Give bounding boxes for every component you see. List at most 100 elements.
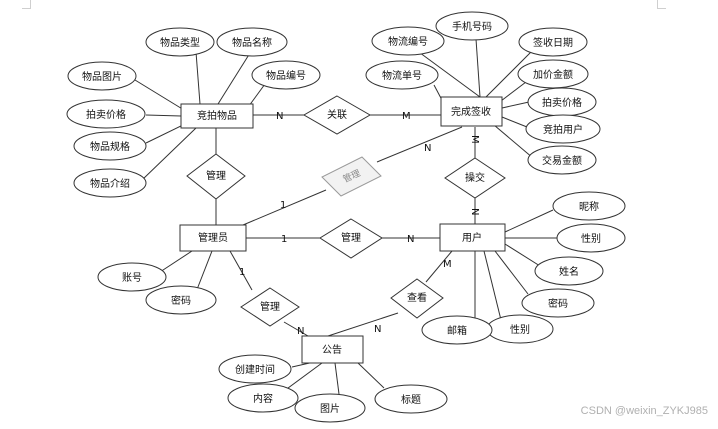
line-deal-amount	[493, 124, 534, 159]
attribute-item-image[interactable]: 物品图片	[67, 61, 137, 91]
line-item-intro	[141, 127, 197, 181]
attribute-label: 物流单号	[382, 69, 422, 82]
line-user-password	[494, 250, 529, 295]
line-bid-user	[501, 116, 528, 128]
entity-notice[interactable]: 公告	[301, 335, 364, 364]
attribute-label: 物品图片	[82, 70, 122, 83]
attribute-item-intro[interactable]: 物品介绍	[73, 168, 147, 198]
line-item-name	[217, 52, 251, 105]
relationship-manage-notice[interactable]: 管理	[240, 287, 300, 327]
line-markup-amount	[500, 81, 527, 102]
cardinality-admin-manage-receipt: 1	[280, 200, 286, 211]
line-view-notice	[327, 312, 399, 337]
line-user-view	[425, 250, 453, 283]
attribute-deal-amount[interactable]: 交易金额	[527, 145, 597, 175]
attribute-label: 物品规格	[90, 140, 130, 153]
attribute-logistics-order[interactable]: 物流单号	[365, 60, 439, 90]
attributes: 物品类型 物品名称 物品图片 物品编号 拍卖价格 物品规格	[66, 11, 626, 423]
attribute-label: 物品名称	[232, 36, 272, 49]
line-admin-password	[195, 250, 213, 293]
cardinality-receipt-interact: M	[469, 135, 480, 144]
line-picture	[334, 362, 340, 395]
relationship-manage-receipt[interactable]: 管理	[321, 156, 382, 197]
entity-completed-receipt[interactable]: 完成签收	[440, 96, 503, 127]
attribute-email[interactable]: 邮箱	[421, 315, 493, 345]
attribute-nickname[interactable]: 昵称	[552, 191, 626, 221]
entity-auction-item[interactable]: 竞拍物品	[180, 103, 254, 129]
attribute-item-type[interactable]: 物品类型	[145, 27, 215, 57]
relationship-manage-item[interactable]: 管理	[186, 153, 246, 200]
cardinality-labels: N M N 1 M N 1 N 1 N N M	[239, 111, 480, 337]
attribute-picture[interactable]: 图片	[294, 393, 366, 423]
line-admin-account	[159, 250, 193, 273]
entity-admin[interactable]: 管理员	[179, 224, 247, 252]
line-auction-price	[145, 114, 182, 117]
relationship-label: 管理	[206, 169, 226, 182]
attribute-label: 性别	[581, 232, 601, 245]
line-name	[504, 243, 541, 267]
attribute-markup-amount[interactable]: 加价金额	[517, 59, 589, 89]
cardinality-user-manage: N	[407, 234, 414, 245]
attribute-item-name[interactable]: 物品名称	[216, 27, 288, 57]
attribute-gender2[interactable]: 性别	[486, 314, 554, 344]
relationship-interact[interactable]: 操交	[444, 157, 506, 199]
entity-label: 完成签收	[451, 105, 491, 118]
attribute-auction-price[interactable]: 拍卖价格	[66, 99, 146, 129]
entity-label: 用户	[462, 231, 482, 244]
line-content	[283, 362, 323, 392]
line-bid-price	[501, 101, 530, 109]
attribute-sign-date[interactable]: 签收日期	[518, 27, 588, 57]
relationship-view[interactable]: 查看	[390, 278, 444, 319]
entity-label: 管理员	[198, 231, 228, 244]
attribute-item-spec[interactable]: 物品规格	[73, 131, 147, 161]
attribute-label: 邮箱	[447, 324, 467, 337]
attribute-label: 签收日期	[533, 36, 573, 49]
attribute-label: 物流编号	[388, 35, 428, 48]
attribute-phone[interactable]: 手机号码	[435, 11, 509, 41]
cardinality-notice-manage: N	[297, 326, 304, 337]
line-gender2	[483, 250, 502, 321]
relationships: 关联 管理 管理 操交 管理 管理	[186, 95, 506, 327]
attribute-bid-user[interactable]: 竞拍用户	[525, 114, 601, 144]
line-item-image	[134, 79, 185, 111]
attribute-name[interactable]: 姓名	[534, 256, 604, 286]
attribute-logistics-no[interactable]: 物流编号	[371, 26, 445, 56]
attribute-label: 竞拍用户	[543, 123, 583, 136]
entity-user[interactable]: 用户	[439, 223, 506, 252]
attribute-title[interactable]: 标题	[374, 384, 448, 414]
attribute-gender1[interactable]: 性别	[556, 223, 626, 253]
attribute-admin-password[interactable]: 密码	[145, 285, 217, 315]
attribute-bid-price[interactable]: 拍卖价格	[527, 87, 597, 117]
attribute-label: 拍卖价格	[542, 96, 582, 109]
attribute-content[interactable]: 内容	[227, 383, 299, 413]
relationship-label: 管理	[341, 231, 361, 244]
cardinality-user-interact: N	[469, 208, 480, 215]
relationship-label: 操交	[465, 171, 485, 184]
attribute-create-time[interactable]: 创建时间	[218, 354, 292, 384]
attribute-label: 物品编号	[266, 69, 306, 82]
entity-label: 公告	[322, 343, 342, 356]
attribute-label: 密码	[548, 297, 568, 310]
page-corner-mark	[22, 8, 31, 9]
line-manage-notice	[283, 321, 309, 337]
attribute-item-no[interactable]: 物品编号	[251, 60, 321, 90]
attribute-label: 账号	[122, 272, 142, 284]
line-nickname	[504, 209, 554, 233]
attribute-label: 性别	[510, 323, 530, 336]
attribute-label: 拍卖价格	[86, 108, 126, 121]
attribute-label: 手机号码	[452, 20, 492, 33]
attribute-label: 图片	[320, 402, 340, 415]
cardinality-receipt-associate: M	[402, 111, 411, 122]
relationship-manage-user[interactable]: 管理	[319, 218, 383, 259]
attribute-label: 加价金额	[533, 68, 573, 81]
relationship-associate[interactable]: 关联	[302, 95, 372, 135]
connector-lines	[134, 38, 558, 395]
relationship-label: 关联	[327, 108, 347, 121]
attribute-admin-account[interactable]: 账号	[97, 262, 167, 292]
attribute-label: 姓名	[559, 265, 579, 278]
cardinality-notice-view: N	[374, 324, 381, 335]
line-item-type	[195, 51, 201, 105]
attribute-label: 物品介绍	[90, 177, 130, 190]
attribute-user-password[interactable]: 密码	[521, 288, 595, 318]
